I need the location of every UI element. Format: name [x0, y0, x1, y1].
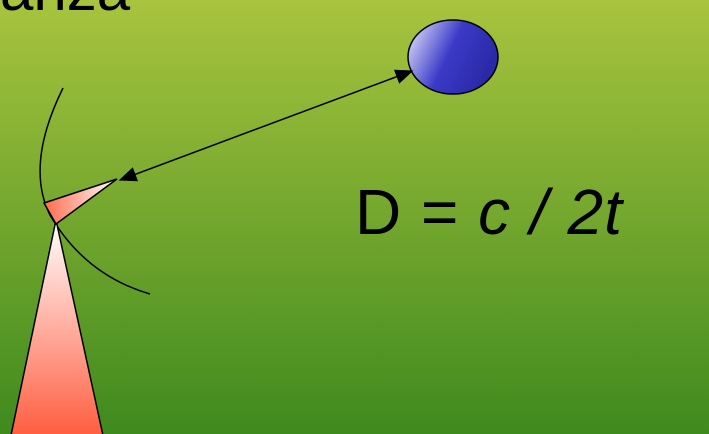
radar-target: [407, 19, 499, 95]
antenna-mast: [10, 219, 104, 434]
formula-lhs: D =: [355, 176, 479, 248]
label-top-fragment: anza: [0, 0, 130, 20]
range-arrow: [118, 69, 414, 182]
formula-2t: 2t: [567, 176, 623, 248]
formula-operator: /: [511, 176, 568, 248]
range-formula: D = c / 2t: [355, 180, 623, 244]
formula-c: c: [478, 176, 512, 248]
antenna-horn: [42, 178, 118, 226]
